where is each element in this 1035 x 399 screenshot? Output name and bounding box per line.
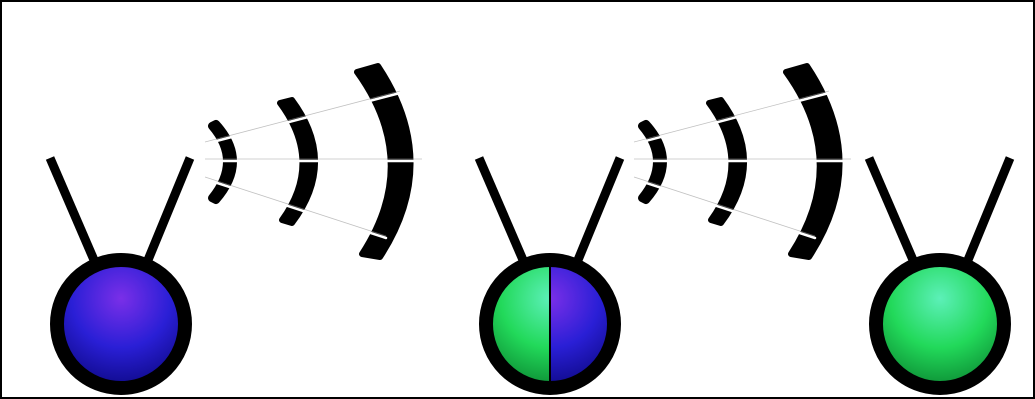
right-antenna-node	[869, 158, 1010, 388]
signal-waves-right	[634, 66, 851, 257]
antenna-icon	[479, 158, 620, 260]
middle-antenna-node	[479, 158, 620, 388]
left-antenna-node	[50, 158, 190, 388]
antenna-icon	[50, 158, 190, 260]
green-ball-icon	[876, 260, 1004, 388]
blue-ball-icon	[57, 260, 185, 388]
half-green-half-blue-ball-icon	[486, 260, 614, 388]
antenna-icon	[869, 158, 1010, 260]
signal-waves-left	[205, 66, 422, 257]
